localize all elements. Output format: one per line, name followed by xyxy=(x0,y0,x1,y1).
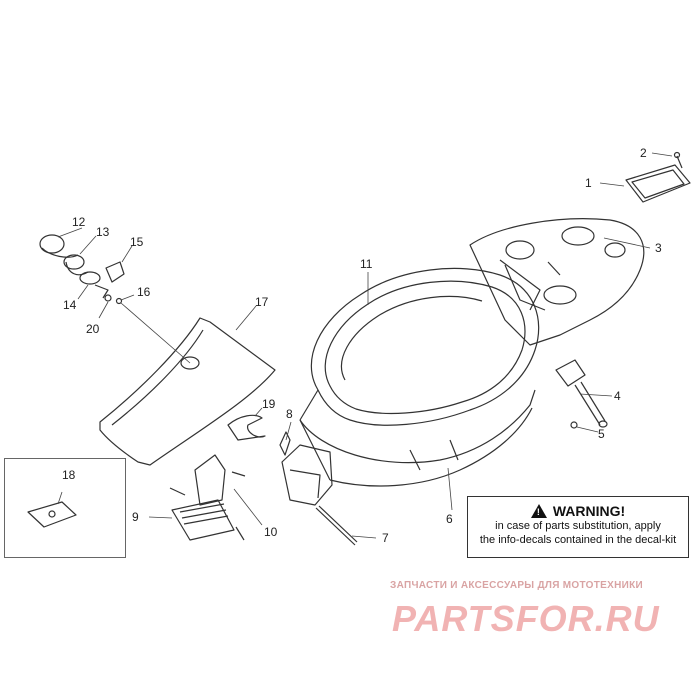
spring-screw xyxy=(279,431,291,456)
callout-18: 18 xyxy=(62,468,76,482)
callout-2: 2 xyxy=(640,146,647,160)
callout-8: 8 xyxy=(286,407,293,421)
leader-lines xyxy=(57,152,673,539)
callout-4: 4 xyxy=(614,389,621,403)
clip-nut xyxy=(27,501,77,528)
callout-11: 11 xyxy=(360,257,373,271)
warning-notice: ! WARNING! in case of parts substitution… xyxy=(467,496,689,558)
cover-plate xyxy=(625,164,691,203)
watermark-tagline: ЗАПЧАСТИ И АКСЕССУАРЫ ДЛЯ МОТОТЕХНИКИ xyxy=(390,580,643,591)
screw-small xyxy=(673,151,683,169)
callout-5: 5 xyxy=(598,427,605,441)
callout-20: 20 xyxy=(86,322,100,336)
key-cylinder xyxy=(39,234,125,299)
hook-clip xyxy=(227,414,266,441)
callout-labels: 1 2 3 4 5 6 7 8 9 10 11 12 13 14 15 16 1… xyxy=(62,146,662,545)
warning-line-2: the info-decals contained in the decal-k… xyxy=(479,534,677,546)
callout-1: 1 xyxy=(585,176,592,190)
callout-7: 7 xyxy=(382,531,389,545)
callout-19: 19 xyxy=(262,397,276,411)
warning-title: WARNING! xyxy=(552,503,626,519)
bracket-rod xyxy=(555,359,608,429)
callout-16: 16 xyxy=(137,285,151,299)
warning-line-1: in case of parts substitution, apply xyxy=(495,520,661,532)
footrest-bracket xyxy=(169,454,246,541)
callout-9: 9 xyxy=(132,510,139,524)
callout-6: 6 xyxy=(446,512,453,526)
helmet-compartment xyxy=(299,267,540,487)
detail-inset-box xyxy=(4,458,126,558)
washer-screw xyxy=(104,294,123,305)
callout-14: 14 xyxy=(63,298,77,312)
side-cover-panel xyxy=(99,317,276,466)
warning-triangle-icon: ! xyxy=(530,504,547,518)
callout-15: 15 xyxy=(130,235,144,249)
long-rod xyxy=(315,505,358,546)
lower-duct xyxy=(281,444,333,506)
warning-title-row: ! WARNING! xyxy=(468,503,688,519)
callout-17: 17 xyxy=(255,295,269,309)
callout-12: 12 xyxy=(72,215,86,229)
watermark-brand-logo: PARTSFOR.RU xyxy=(392,598,660,639)
upper-frame-tray xyxy=(469,218,645,346)
callout-13: 13 xyxy=(96,225,110,239)
callout-10: 10 xyxy=(264,525,278,539)
callout-3: 3 xyxy=(655,241,662,255)
